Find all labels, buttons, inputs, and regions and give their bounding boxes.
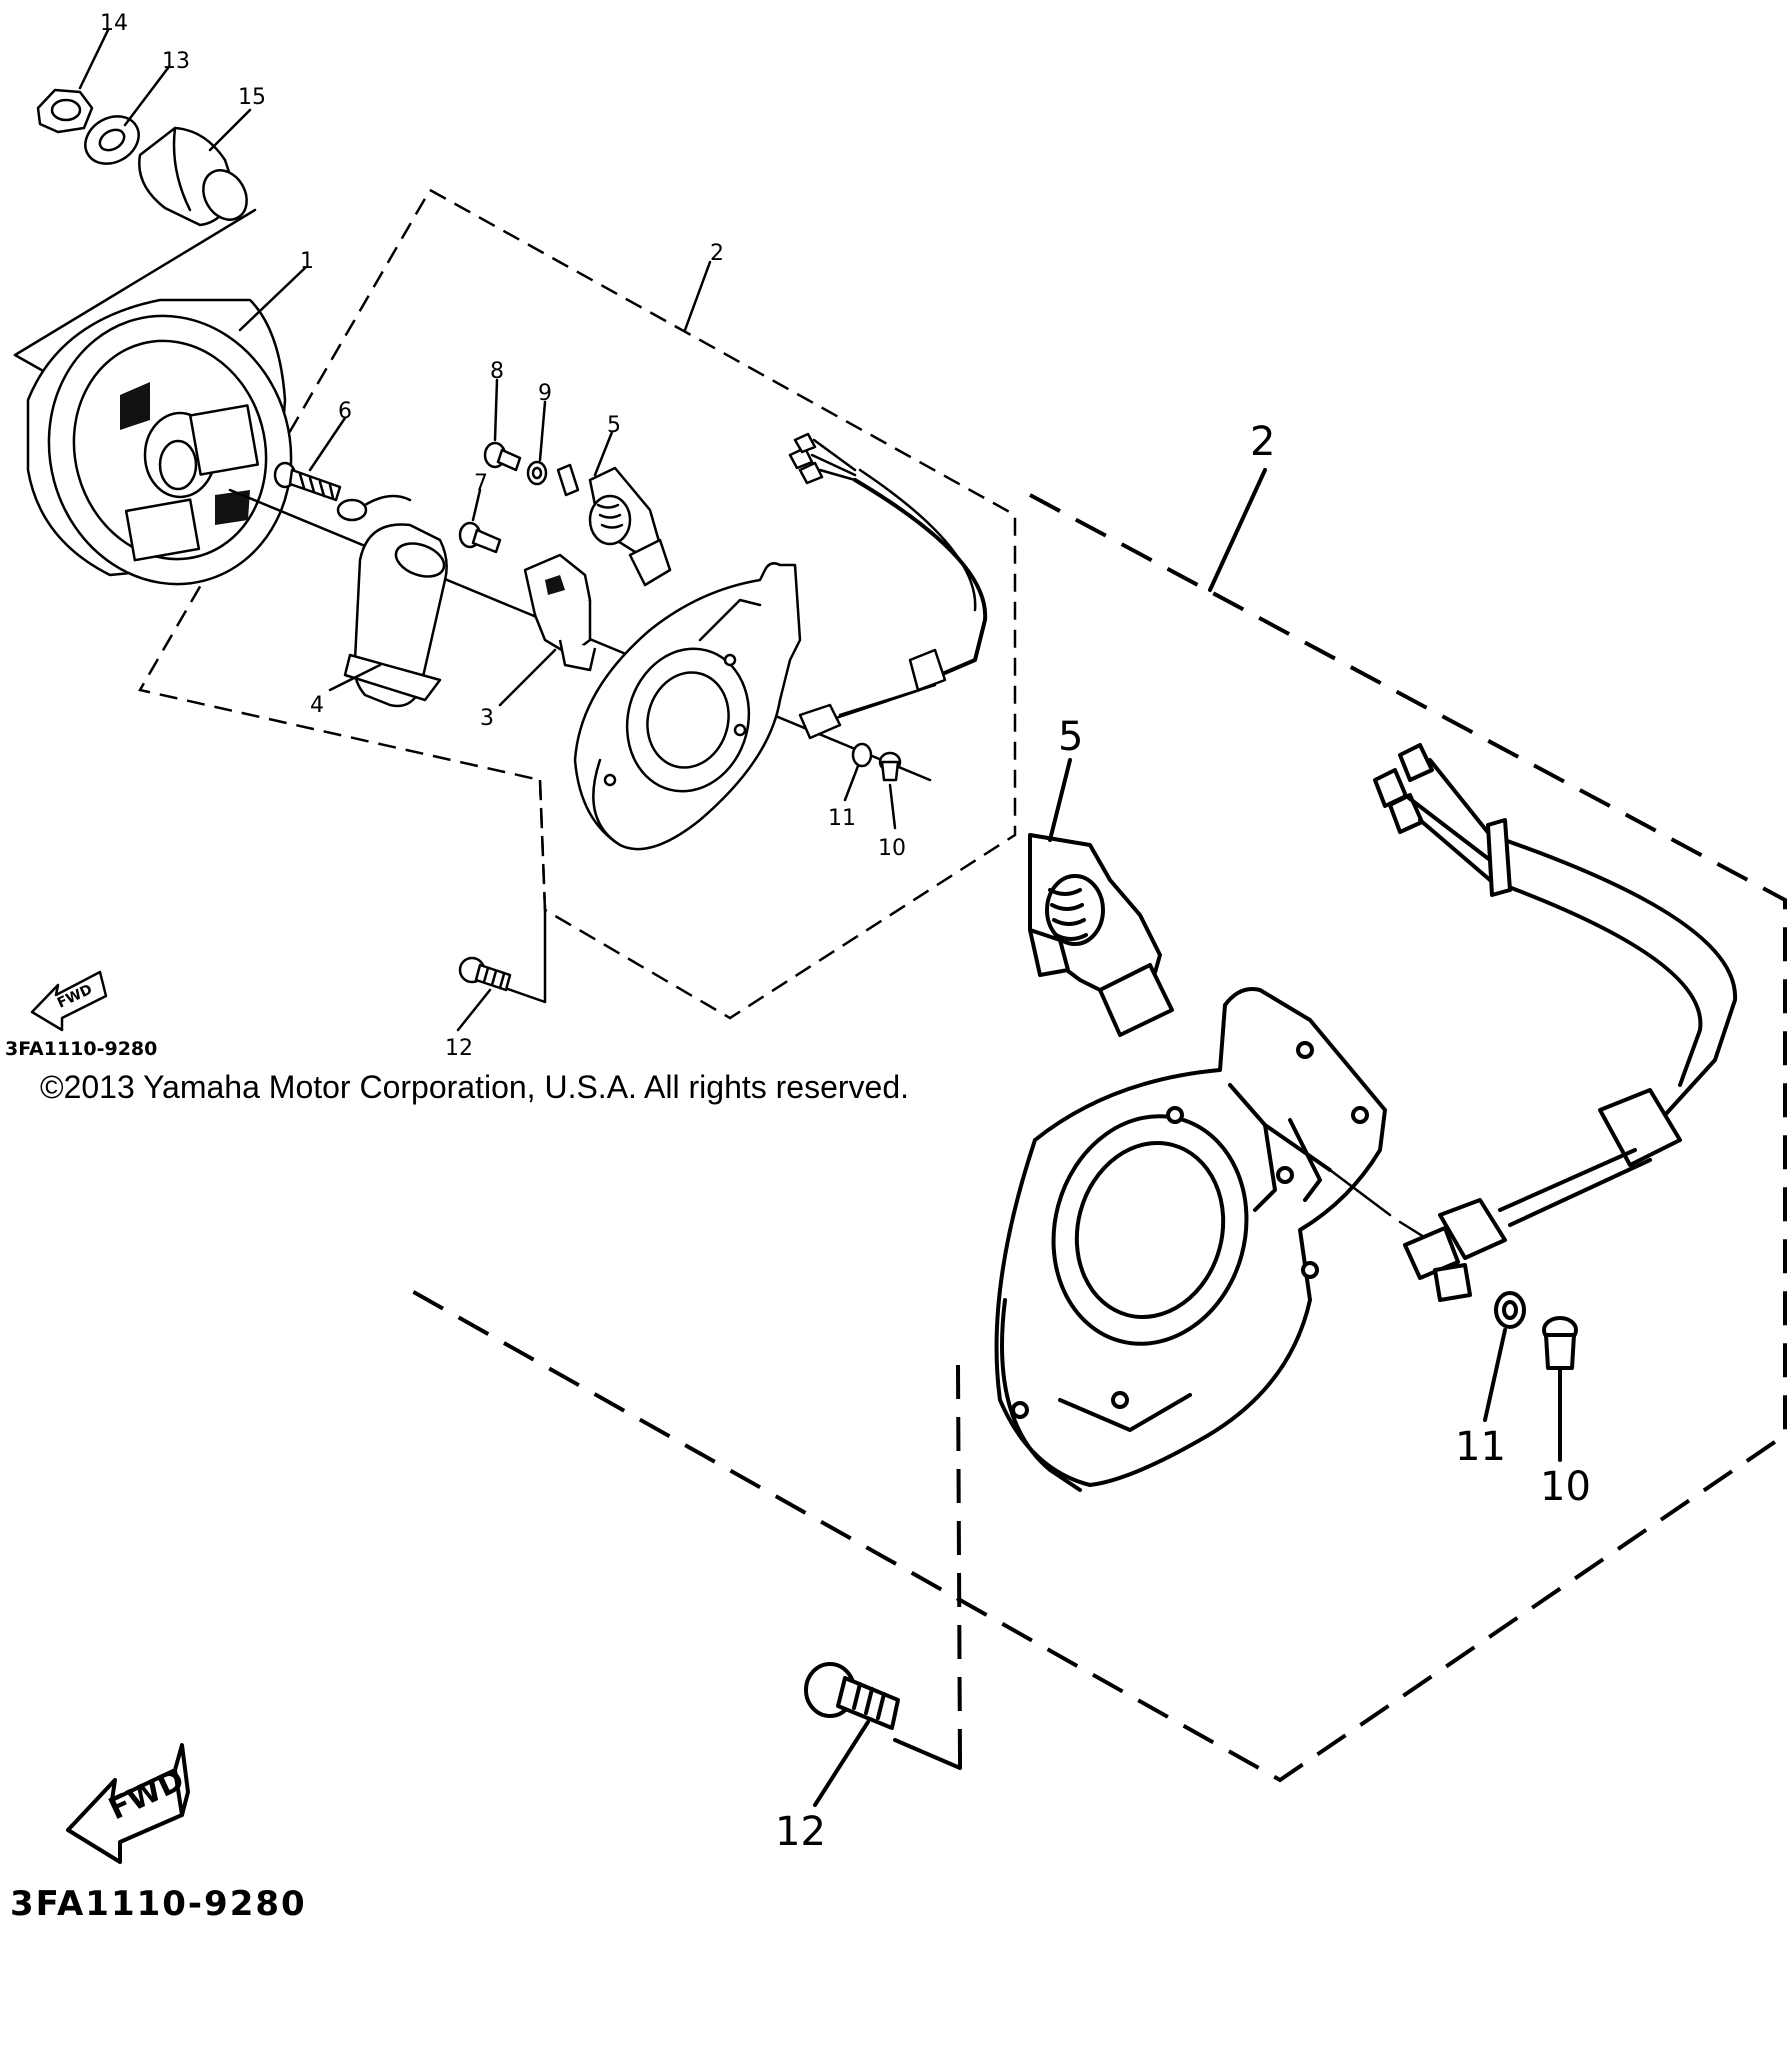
- bolt-guide-detail: [956, 1364, 962, 1761]
- callout-leaders-overview: [78, 28, 897, 1032]
- wire-terminal: [336, 494, 412, 522]
- callout-4: 4: [310, 693, 324, 718]
- callout-detail-12: 12: [775, 1809, 826, 1855]
- screw-part-8: [483, 441, 522, 472]
- collar-part-15: [138, 126, 248, 227]
- washer-part-13: [84, 115, 140, 165]
- overview-diagram: 14 13 15 1 2 6 8 9 5 7 4 3 11 10 12 FWD …: [5, 11, 1017, 1105]
- bolt-detail-part-10: [1542, 1316, 1578, 1370]
- wire-harness: [788, 432, 988, 740]
- ignition-coil-part-4: [343, 523, 448, 708]
- washer-detail-part-11: [1494, 1291, 1526, 1329]
- callout-detail-10: 10: [1540, 1464, 1591, 1510]
- callout-3: 3: [480, 706, 494, 731]
- part-number-large: 3FA1110-9280: [10, 1884, 307, 1924]
- screw-part-7: [458, 521, 502, 554]
- guide-line-15: [13, 208, 257, 357]
- callout-14: 14: [100, 11, 128, 36]
- washer-part-9: [526, 460, 548, 486]
- callout-15: 15: [238, 85, 266, 110]
- callout-detail-11: 11: [1455, 1424, 1506, 1470]
- detail-diagram: 2 5 11 10 12 FWD 3FA1110-9280: [10, 419, 1787, 1924]
- assembly-boundary-detail: [409, 493, 1787, 1783]
- fwd-arrow-small: FWD: [30, 970, 108, 1032]
- bolt-guide-12: [538, 779, 547, 911]
- bolt-leader-detail: [893, 1738, 962, 1770]
- callout-numbers-overview: 14 13 15 1 2 6 8 9 5 7 4 3 11 10 12: [100, 11, 906, 1061]
- callout-13: 13: [162, 49, 190, 74]
- callout-leaders-detail: [813, 468, 1562, 1807]
- nut-part-14: [36, 88, 94, 134]
- bolt-leader-12: [503, 908, 547, 1004]
- callout-5: 5: [607, 413, 621, 438]
- callout-numbers-detail: 2 5 11 10 12: [775, 419, 1591, 1855]
- callout-11: 11: [828, 806, 856, 831]
- part-number-small: 3FA1110-9280: [5, 1038, 157, 1060]
- flywheel-rotor-part-1: [26, 298, 293, 586]
- wire-harness-detail: [1373, 743, 1738, 1302]
- callout-1: 1: [300, 249, 314, 274]
- callout-6: 6: [338, 399, 352, 424]
- callout-10: 10: [878, 836, 906, 861]
- fwd-arrow-large: FWD: [66, 1743, 190, 1864]
- pulser-coil-part-3: [523, 553, 597, 672]
- bolt-part-12: [458, 956, 512, 992]
- washer-part-11: [851, 742, 873, 768]
- callout-9: 9: [538, 381, 552, 406]
- callout-2: 2: [710, 241, 724, 266]
- callout-8: 8: [490, 359, 504, 384]
- callout-7: 7: [474, 471, 488, 496]
- stator-base-plate-detail: [994, 987, 1447, 1492]
- contact-breaker-part-5: [556, 463, 672, 587]
- screw-part-6: [273, 461, 342, 502]
- stator-base-plate: [573, 562, 802, 851]
- callout-detail-5: 5: [1058, 714, 1083, 760]
- callout-detail-2: 2: [1250, 419, 1275, 465]
- assembly-boundary-overview: [138, 188, 1017, 1020]
- bolt-detail-part-12: [804, 1662, 900, 1730]
- contact-breaker-detail-part-5: [1028, 833, 1174, 1037]
- copyright-notice: ©2013 Yamaha Motor Corporation, U.S.A. A…: [40, 1069, 909, 1105]
- bolt-part-10: [878, 751, 902, 782]
- callout-12: 12: [445, 1036, 473, 1061]
